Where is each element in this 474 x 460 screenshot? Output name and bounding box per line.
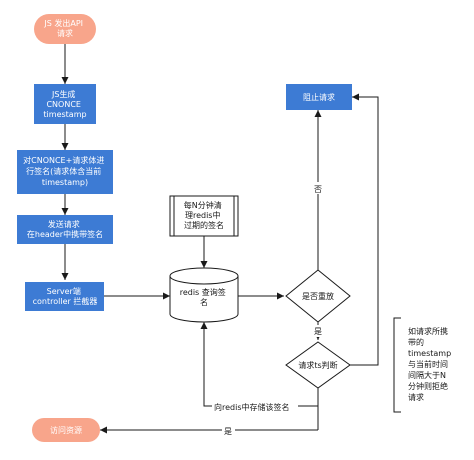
send-request-node: 发送请求 在header中携带签名 bbox=[17, 215, 113, 244]
timestamp-check-label: 请求ts判断 bbox=[298, 360, 337, 370]
start-node: JS 发出API 请求 bbox=[34, 14, 96, 44]
redis-query-label: redis 查询签 名 bbox=[180, 287, 229, 307]
cleanup-node: 每N分钟清 理redis中 过期的签名 bbox=[169, 195, 239, 237]
server-label: Server端 controller 拦截器 bbox=[33, 286, 98, 306]
cleanup-label: 每N分钟清 理redis中 过期的签名 bbox=[184, 200, 225, 230]
send-request-label: 发送请求 在header中携带签名 bbox=[27, 219, 103, 239]
annotation-bracket bbox=[393, 317, 401, 413]
access-resource-node: 访问资源 bbox=[32, 418, 100, 442]
timestamp-check-node: 请求ts判断 bbox=[285, 341, 351, 389]
replay-check-node: 是否重放 bbox=[285, 269, 351, 323]
sign-label: 对CNONCE+请求体进 行签名(请求体含当前 timestamp) bbox=[23, 155, 107, 187]
sign-node: 对CNONCE+请求体进 行签名(请求体含当前 timestamp) bbox=[17, 150, 113, 194]
yes-replay-edge-label: 是 bbox=[314, 327, 322, 336]
server-node: Server端 controller 拦截器 bbox=[25, 282, 104, 311]
store-signature-edge-label: 向redis中存储该签名 bbox=[214, 402, 290, 412]
block-request-node: 阻止请求 bbox=[286, 84, 352, 110]
redis-query-node: redis 查询签 名 bbox=[169, 267, 239, 323]
replay-check-label: 是否重放 bbox=[302, 291, 334, 301]
edge-ts-block bbox=[350, 93, 379, 366]
js-generate-label: JS生成 CNONCE timestamp bbox=[43, 89, 86, 119]
no-edge-label: 否 bbox=[314, 185, 322, 194]
js-generate-node: JS生成 CNONCE timestamp bbox=[34, 84, 96, 124]
access-resource-label: 访问资源 bbox=[50, 425, 82, 435]
block-request-label: 阻止请求 bbox=[303, 92, 335, 102]
yes-access-edge-label: 是 bbox=[224, 427, 232, 436]
annotation-text: 如请求所携 带的 timestamp 与当前时间 间隔大于N 分钟则拒绝 请求 bbox=[408, 326, 454, 402]
start-label: JS 发出API 请求 bbox=[43, 18, 85, 38]
